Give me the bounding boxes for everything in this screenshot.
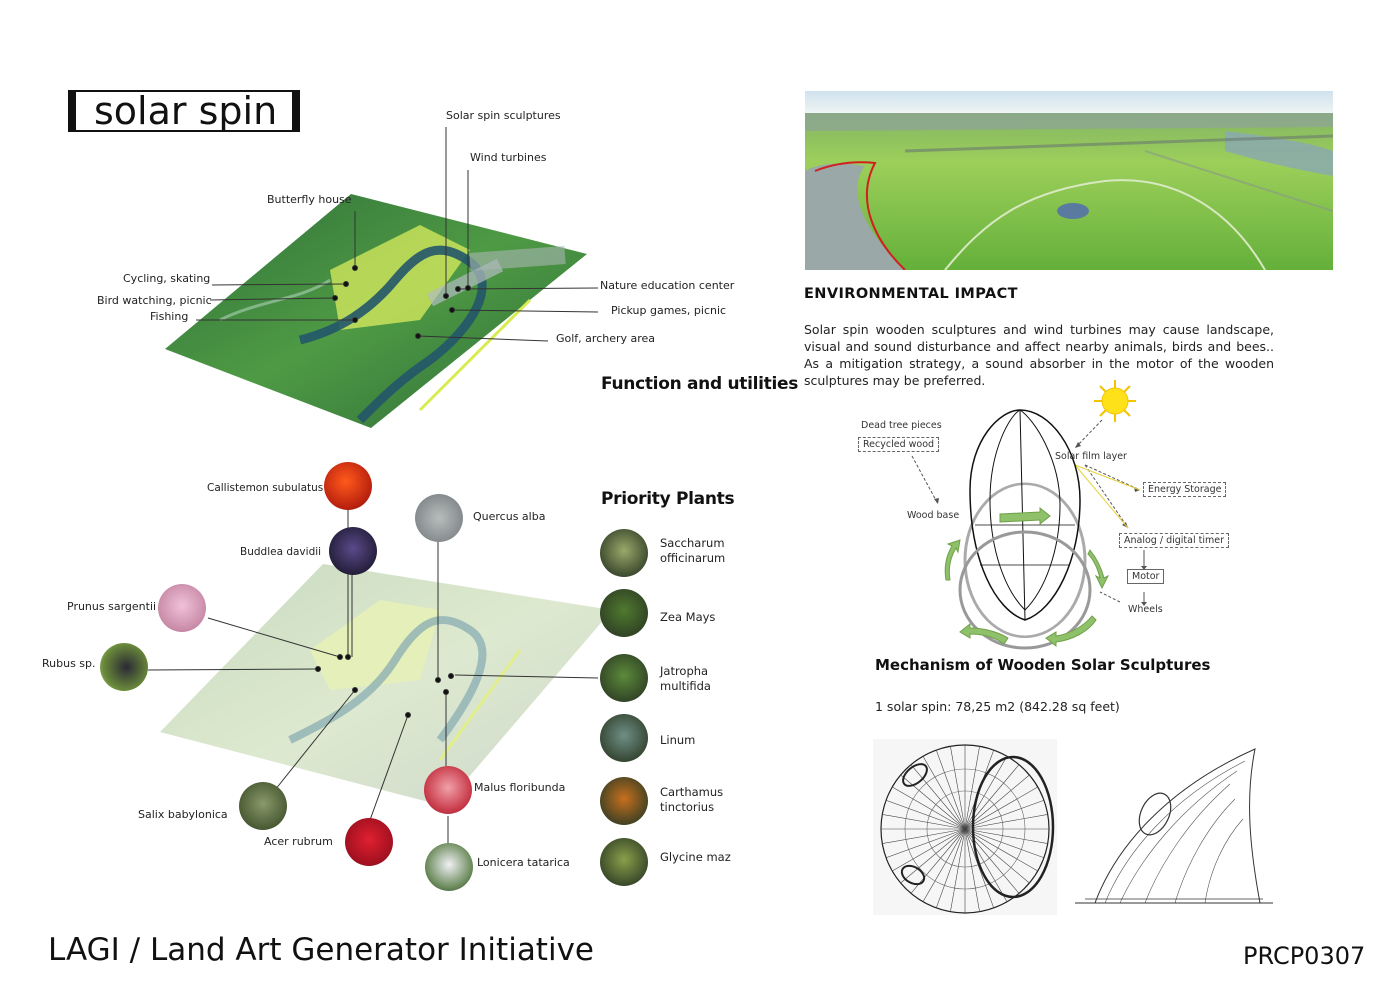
page-title: solar spin [68, 90, 300, 132]
plan-radial-line [882, 814, 966, 830]
priority-plant-label: Linum [660, 733, 696, 747]
label-quercus: Quercus alba [473, 510, 546, 523]
lonicera-photo [425, 843, 473, 891]
plan-radial-line [882, 828, 966, 844]
label-solar-film: Solar film layer [1055, 451, 1127, 462]
label-bird-watching: Bird watching, picnic [97, 294, 212, 307]
plan-radial-line [935, 749, 966, 830]
area-text: 1 solar spin: 78,25 m2 (842.28 sq feet) [875, 699, 1120, 714]
plan-radial-line [964, 828, 1048, 844]
label-fishing: Fishing [150, 310, 189, 323]
plan-radial-line [964, 828, 980, 912]
plan-radial-line [964, 756, 1008, 830]
aerial-photo [805, 91, 1333, 270]
plan-radial-line [900, 828, 966, 884]
plan-radial-line [922, 828, 966, 902]
plan-radial-line [910, 764, 966, 830]
plan-radial-line [964, 814, 1048, 830]
priority-plant-photo [600, 838, 648, 886]
footer-organization: LAGI / Land Art Generator Initiative [48, 932, 594, 968]
sculpture-plan-drawing [873, 739, 1057, 915]
malus-photo [424, 766, 472, 814]
label-pickup-games: Pickup games, picnic [611, 304, 727, 317]
function-heading: Function and utilities [601, 374, 799, 394]
priority-plant-photo [600, 654, 648, 702]
label-callistemon: Callistemon subulatus [207, 482, 324, 494]
plan-radial-line [964, 799, 1045, 830]
plan-radial-line [922, 756, 966, 830]
label-solar-spin-sculptures: Solar spin sculptures [446, 109, 561, 122]
priority-plant-photo [600, 714, 648, 762]
box-timer: Analog / digital timer [1119, 533, 1229, 548]
prunus-photo [158, 584, 206, 632]
plan-radial-line [900, 774, 966, 830]
callistemon-photo [324, 462, 372, 510]
plan-radial-line [885, 799, 966, 830]
priority-plants-heading: Priority Plants [601, 489, 735, 509]
sun-icon [1094, 380, 1136, 422]
plan-radial-line [892, 828, 966, 872]
label-salix: Salix babylonica [138, 808, 228, 821]
environmental-heading: ENVIRONMENTAL IMPACT [804, 286, 1018, 302]
mechanism-heading: Mechanism of Wooden Solar Sculptures [875, 656, 1211, 674]
box-motor: Motor [1127, 569, 1165, 584]
plan-radial-line [964, 828, 1045, 859]
plan-radial-line [950, 828, 966, 912]
label-golf: Golf, archery area [556, 332, 656, 345]
label-wind-turbines: Wind turbines [470, 151, 547, 164]
label-prunus: Prunus sargentii [67, 600, 157, 613]
priority-plant-label: Glycine maz [660, 850, 731, 864]
environmental-text: Solar spin wooden sculptures and wind tu… [804, 322, 1274, 388]
plan-radial-line [892, 786, 966, 830]
plan-radial-line [935, 828, 966, 909]
label-wheels: Wheels [1128, 604, 1163, 615]
plan-radial-line [964, 828, 1038, 872]
label-butterfly-house: Butterfly house [267, 193, 352, 206]
priority-plant-photo [600, 589, 648, 637]
label-lonicera: Lonicera tatarica [477, 856, 570, 869]
rubus-photo [100, 643, 148, 691]
plan-radial-line [964, 786, 1038, 830]
label-nature-center: Nature education center [600, 279, 735, 292]
plan-radial-line [885, 828, 966, 859]
label-buddlea: Buddlea davidii [240, 546, 322, 558]
label-dead-tree: Dead tree pieces [861, 420, 942, 431]
plan-radial-line [964, 828, 1008, 902]
plants-map-image [160, 564, 612, 806]
box-energy-storage: Energy Storage [1143, 482, 1227, 497]
plan-radial-line [964, 746, 980, 830]
plan-radial-line [964, 774, 1030, 830]
label-rubus: Rubus sp. [42, 657, 96, 670]
label-cycling: Cycling, skating [123, 272, 211, 285]
salix-photo [239, 782, 287, 830]
footer-code: PRCP0307 [1243, 942, 1366, 970]
buddlea-photo [329, 527, 377, 575]
priority-plant-photo [600, 777, 648, 825]
priority-plant-label: Zea Mays [660, 610, 716, 624]
plan-radial-line [964, 828, 1030, 884]
priority-plant-photo [600, 529, 648, 577]
label-malus: Malus floribunda [474, 781, 566, 794]
timer-motor-connector [1141, 550, 1147, 606]
sculpture-elevation-drawing [1075, 748, 1273, 904]
mechanism-diagram [911, 380, 1141, 650]
label-acer: Acer rubrum [264, 835, 333, 848]
quercus-photo [415, 494, 463, 542]
box-recycled-wood: Recycled wood [858, 437, 940, 452]
label-wood-base: Wood base [907, 510, 960, 521]
plan-radial-line [950, 746, 966, 830]
acer-photo [345, 818, 393, 866]
